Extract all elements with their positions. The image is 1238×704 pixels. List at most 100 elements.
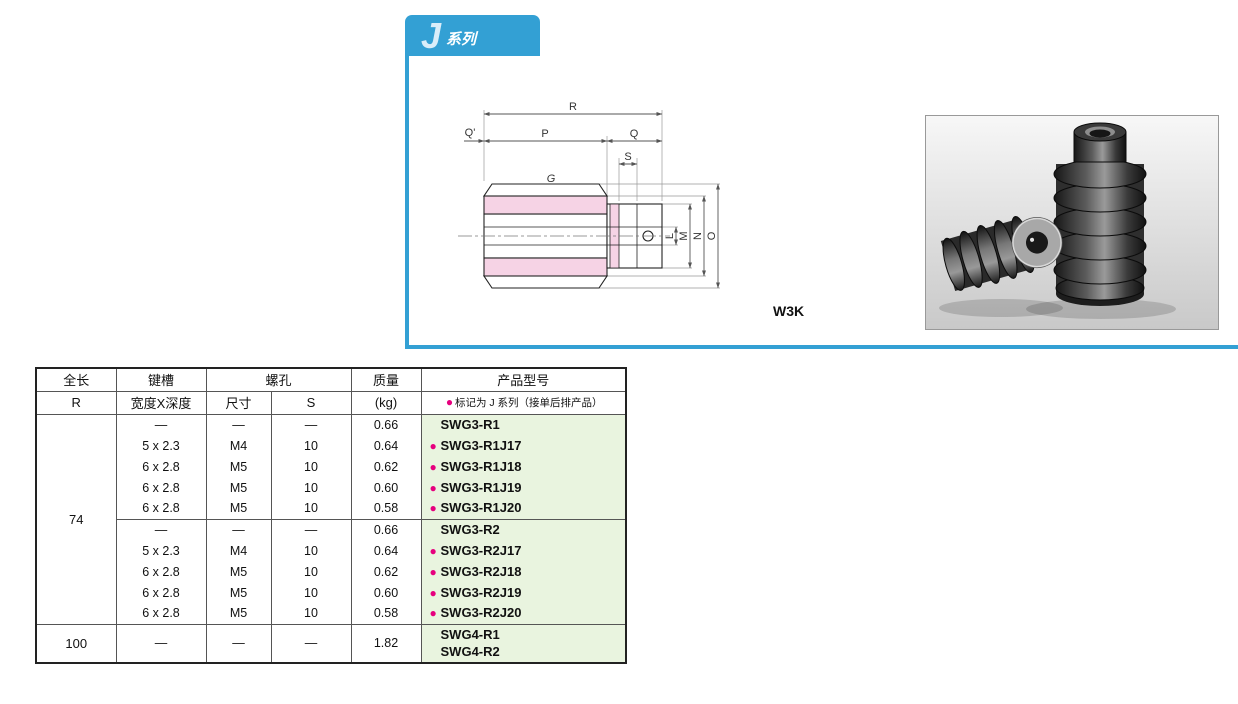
cell-keyway: 5 x 2.3 bbox=[115, 435, 207, 456]
lying-worm-gear bbox=[940, 216, 1063, 291]
cell-mass: 0.62 bbox=[350, 456, 422, 477]
model-number: SWG3-R2J17 bbox=[440, 542, 522, 558]
cell-thread-size: M5 bbox=[205, 561, 272, 582]
header-model-note: ●标记为 J 系列（接单后排产品） bbox=[420, 390, 627, 415]
dim-label-s: S bbox=[624, 151, 631, 163]
technical-drawing: R Q' P Q S G L M N O bbox=[452, 86, 792, 341]
dim-label-q-prime: Q' bbox=[465, 127, 476, 139]
cell-thread-size: M5 bbox=[205, 498, 272, 519]
header-mass-unit: (kg) bbox=[350, 390, 422, 415]
table-row: 5 x 2.3 M4 10 0.64 ●SWG3-R2J17 bbox=[36, 540, 627, 561]
cell-mass: 1.82 bbox=[350, 623, 422, 663]
cell-model: ●SWG3-R2J20 bbox=[420, 603, 627, 624]
cell-mass: 0.64 bbox=[350, 435, 422, 456]
cell-keyway: 6 x 2.8 bbox=[115, 456, 207, 477]
model-number: SWG3-R1J18 bbox=[440, 458, 522, 474]
cell-keyway: — bbox=[115, 518, 207, 540]
j-series-dot: ● bbox=[429, 585, 437, 600]
product-photo-frame bbox=[925, 115, 1219, 330]
j-series-dot: ● bbox=[429, 480, 437, 495]
cell-model: ●SWG3-R1J18 bbox=[420, 456, 627, 477]
cell-total-length: 74 bbox=[35, 414, 117, 624]
header-mass: 质量 bbox=[350, 367, 422, 392]
cell-mass: 0.58 bbox=[350, 603, 422, 624]
cell-mass: 0.66 bbox=[350, 518, 422, 540]
j-series-dot: ● bbox=[429, 501, 437, 516]
cell-s: 10 bbox=[270, 456, 352, 477]
cell-s: — bbox=[270, 518, 352, 540]
cell-s: 10 bbox=[270, 603, 352, 624]
header-screw-size: 尺寸 bbox=[205, 390, 272, 415]
cell-mass: 0.66 bbox=[350, 414, 422, 435]
cell-thread-size: M5 bbox=[205, 477, 272, 498]
dim-label-q: Q bbox=[630, 128, 639, 140]
table-row: 5 x 2.3 M4 10 0.64 ●SWG3-R1J17 bbox=[36, 435, 627, 456]
j-series-dot: ● bbox=[429, 606, 437, 621]
series-tab: J 系列 bbox=[405, 15, 540, 56]
cell-keyway: 6 x 2.8 bbox=[115, 477, 207, 498]
header-row-1: 全长 键槽 螺孔 质量 产品型号 bbox=[35, 367, 627, 392]
j-series-dot: ● bbox=[429, 438, 437, 453]
table-row: 74 — — — 0.66 SWG3-R1 bbox=[35, 414, 627, 624]
model-number: SWG3-R1 bbox=[440, 416, 500, 432]
cell-keyway: 6 x 2.8 bbox=[115, 498, 207, 519]
cell-mass: 0.62 bbox=[350, 561, 422, 582]
drawing-caption: W3K bbox=[773, 303, 805, 319]
standing-worm-gear bbox=[1053, 122, 1147, 306]
cell-s: 10 bbox=[270, 582, 352, 603]
cell-thread-size: — bbox=[205, 414, 272, 435]
cell-model: ●SWG3-R2J18 bbox=[420, 561, 627, 582]
cell-s: — bbox=[270, 414, 352, 435]
dim-label-r: R bbox=[569, 101, 577, 113]
cell-keyway: 6 x 2.8 bbox=[115, 561, 207, 582]
dim-label-n: N bbox=[692, 232, 704, 240]
cell-total-length: 100 bbox=[35, 623, 117, 663]
header-screw-hole: 螺孔 bbox=[205, 367, 352, 392]
model-number: SWG3-R2 bbox=[440, 521, 500, 537]
table-row: 6 x 2.8 M5 10 0.60 ●SWG3-R2J19 bbox=[36, 582, 627, 603]
model-number: SWG3-R2J20 bbox=[440, 605, 522, 621]
worm-gear-drawing: R Q' P Q S G L M N O bbox=[458, 101, 721, 289]
dimension-labels: R Q' P Q S G L M N O bbox=[465, 101, 718, 241]
cell-mass: 0.58 bbox=[350, 498, 422, 519]
cell-model: SWG3-R1 bbox=[420, 414, 627, 435]
model-number: SWG4-R2 bbox=[440, 644, 500, 660]
cell-thread-size: M5 bbox=[205, 603, 272, 624]
cell-keyway: 6 x 2.8 bbox=[115, 603, 207, 624]
table-row: 100 — — — 1.82 SWG4-R1 SWG4-R2 bbox=[35, 623, 627, 663]
group-r74: 74 — — — 0.66 SWG3-R1 5 x 2.3 M4 10 0.64… bbox=[35, 414, 627, 624]
dim-label-l: L bbox=[664, 233, 676, 239]
model-number: SWG3-R1J17 bbox=[440, 437, 522, 453]
model-number: SWG4-R1 bbox=[440, 626, 500, 642]
cell-s: — bbox=[270, 623, 352, 663]
extension-lines bbox=[483, 110, 720, 289]
header-keyway: 键槽 bbox=[115, 367, 207, 392]
cell-model: ●SWG3-R2J17 bbox=[420, 540, 627, 561]
dim-label-p: P bbox=[541, 128, 548, 140]
j-series-dot: ● bbox=[429, 564, 437, 579]
header-keyway-sub: 宽度X深度 bbox=[115, 390, 207, 415]
j-series-dot: ● bbox=[429, 459, 437, 474]
table-row: 6 x 2.8 M5 10 0.58 ●SWG3-R1J20 bbox=[36, 498, 627, 519]
bore-hole bbox=[1025, 231, 1048, 254]
series-suffix: 系列 bbox=[446, 31, 477, 48]
model-number: SWG3-R2J18 bbox=[440, 563, 522, 579]
cell-model: ●SWG3-R2J19 bbox=[420, 582, 627, 603]
cell-mass: 0.60 bbox=[350, 477, 422, 498]
header-row-2: R 宽度X深度 尺寸 S (kg) ●标记为 J 系列（接单后排产品） bbox=[35, 390, 627, 415]
series-letter: J bbox=[421, 15, 441, 57]
table-row: 6 x 2.8 M5 10 0.62 ●SWG3-R1J18 bbox=[36, 456, 627, 477]
cell-s: 10 bbox=[270, 435, 352, 456]
header-screw-s: S bbox=[270, 390, 352, 415]
header-total-length: 全长 bbox=[35, 367, 117, 392]
cell-thread-size: M5 bbox=[205, 582, 272, 603]
cell-model: SWG3-R2 bbox=[420, 518, 627, 540]
j-series-dot: ● bbox=[429, 543, 437, 558]
cell-s: 10 bbox=[270, 498, 352, 519]
cell-s: 10 bbox=[270, 540, 352, 561]
table-row: 6 x 2.8 M5 10 0.58 ●SWG3-R2J20 bbox=[36, 603, 627, 624]
table-row: 6 x 2.8 M5 10 0.60 ●SWG3-R1J19 bbox=[36, 477, 627, 498]
cell-mass: 0.64 bbox=[350, 540, 422, 561]
cell-thread-size: — bbox=[205, 518, 272, 540]
cell-keyway: 5 x 2.3 bbox=[115, 540, 207, 561]
